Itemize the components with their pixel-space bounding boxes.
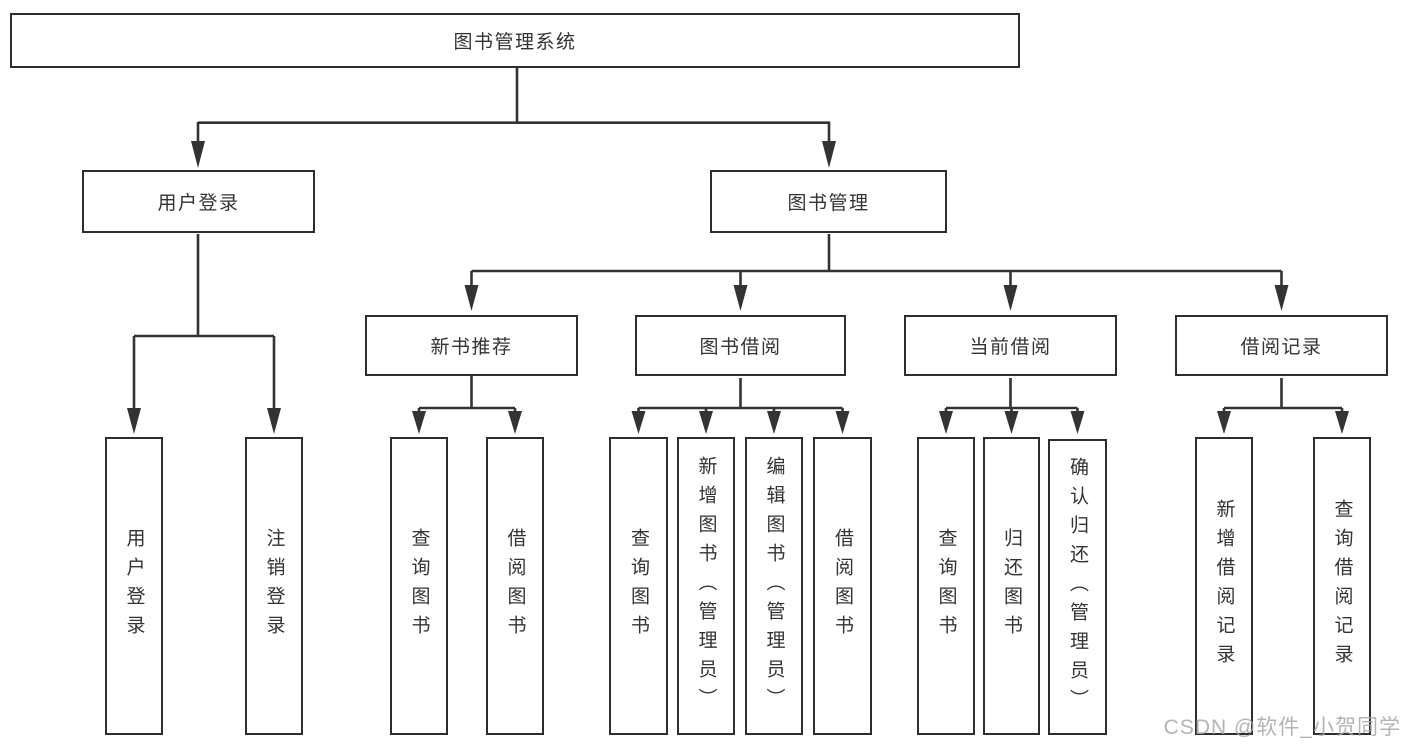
leaf-return-book-label: 归还图书: [1001, 528, 1022, 644]
leaf-query-books-current-label: 查询图书: [935, 528, 957, 644]
node-library-system-label: 图书管理系统: [453, 32, 577, 53]
leaf-query-books-recommend: 查询图书: [390, 437, 448, 735]
leaf-query-books-borrow-label: 查询图书: [628, 528, 649, 644]
leaf-edit-book-admin-label: 编辑图书（管理员）: [763, 455, 785, 717]
node-borrow-records-label: 借阅记录: [1240, 337, 1323, 358]
leaf-add-borrow-record: 新增借阅记录: [1195, 437, 1253, 735]
node-book-management: 图书管理: [710, 170, 947, 233]
leaf-add-book-admin-label: 新增图书（管理员）: [695, 455, 717, 717]
node-library-system: 图书管理系统: [10, 13, 1020, 68]
leaf-query-borrow-record: 查询借阅记录: [1313, 437, 1371, 735]
leaf-logout-label: 注销登录: [263, 528, 285, 644]
leaf-borrow-books-recommend-label: 借阅图书: [504, 528, 526, 644]
node-new-book-recommend-label: 新书推荐: [430, 337, 513, 358]
leaf-query-borrow-record-label: 查询借阅记录: [1331, 499, 1353, 673]
node-current-borrow: 当前借阅: [904, 315, 1117, 376]
leaf-query-books-current: 查询图书: [917, 437, 975, 735]
leaf-add-book-admin: 新增图书（管理员）: [677, 437, 735, 735]
leaf-user-login-label: 用户登录: [123, 528, 145, 644]
watermark: CSDN @软件_小贺同学: [1163, 716, 1401, 739]
leaf-user-login: 用户登录: [105, 437, 163, 735]
leaf-borrow-books-recommend: 借阅图书: [486, 437, 544, 735]
node-current-borrow-label: 当前借阅: [969, 337, 1052, 358]
leaf-query-books-borrow: 查询图书: [609, 437, 668, 735]
node-user-login-label: 用户登录: [157, 193, 240, 214]
node-borrow-records: 借阅记录: [1175, 315, 1388, 376]
leaf-confirm-return-admin: 确认归还（管理员）: [1048, 439, 1107, 735]
leaf-borrow-books-label: 借阅图书: [832, 528, 853, 644]
leaf-logout: 注销登录: [245, 437, 303, 735]
leaf-query-books-recommend-label: 查询图书: [408, 528, 430, 644]
leaf-confirm-return-admin-label: 确认归还（管理员）: [1067, 456, 1088, 718]
node-book-borrow-label: 图书借阅: [699, 337, 782, 358]
node-new-book-recommend: 新书推荐: [365, 315, 578, 376]
leaf-add-borrow-record-label: 新增借阅记录: [1213, 499, 1235, 673]
leaf-borrow-books: 借阅图书: [813, 437, 872, 735]
leaf-edit-book-admin: 编辑图书（管理员）: [745, 437, 803, 735]
node-book-borrow: 图书借阅: [635, 315, 846, 376]
leaf-return-book: 归还图书: [983, 437, 1040, 735]
node-user-login: 用户登录: [82, 170, 315, 233]
node-book-management-label: 图书管理: [787, 193, 870, 214]
